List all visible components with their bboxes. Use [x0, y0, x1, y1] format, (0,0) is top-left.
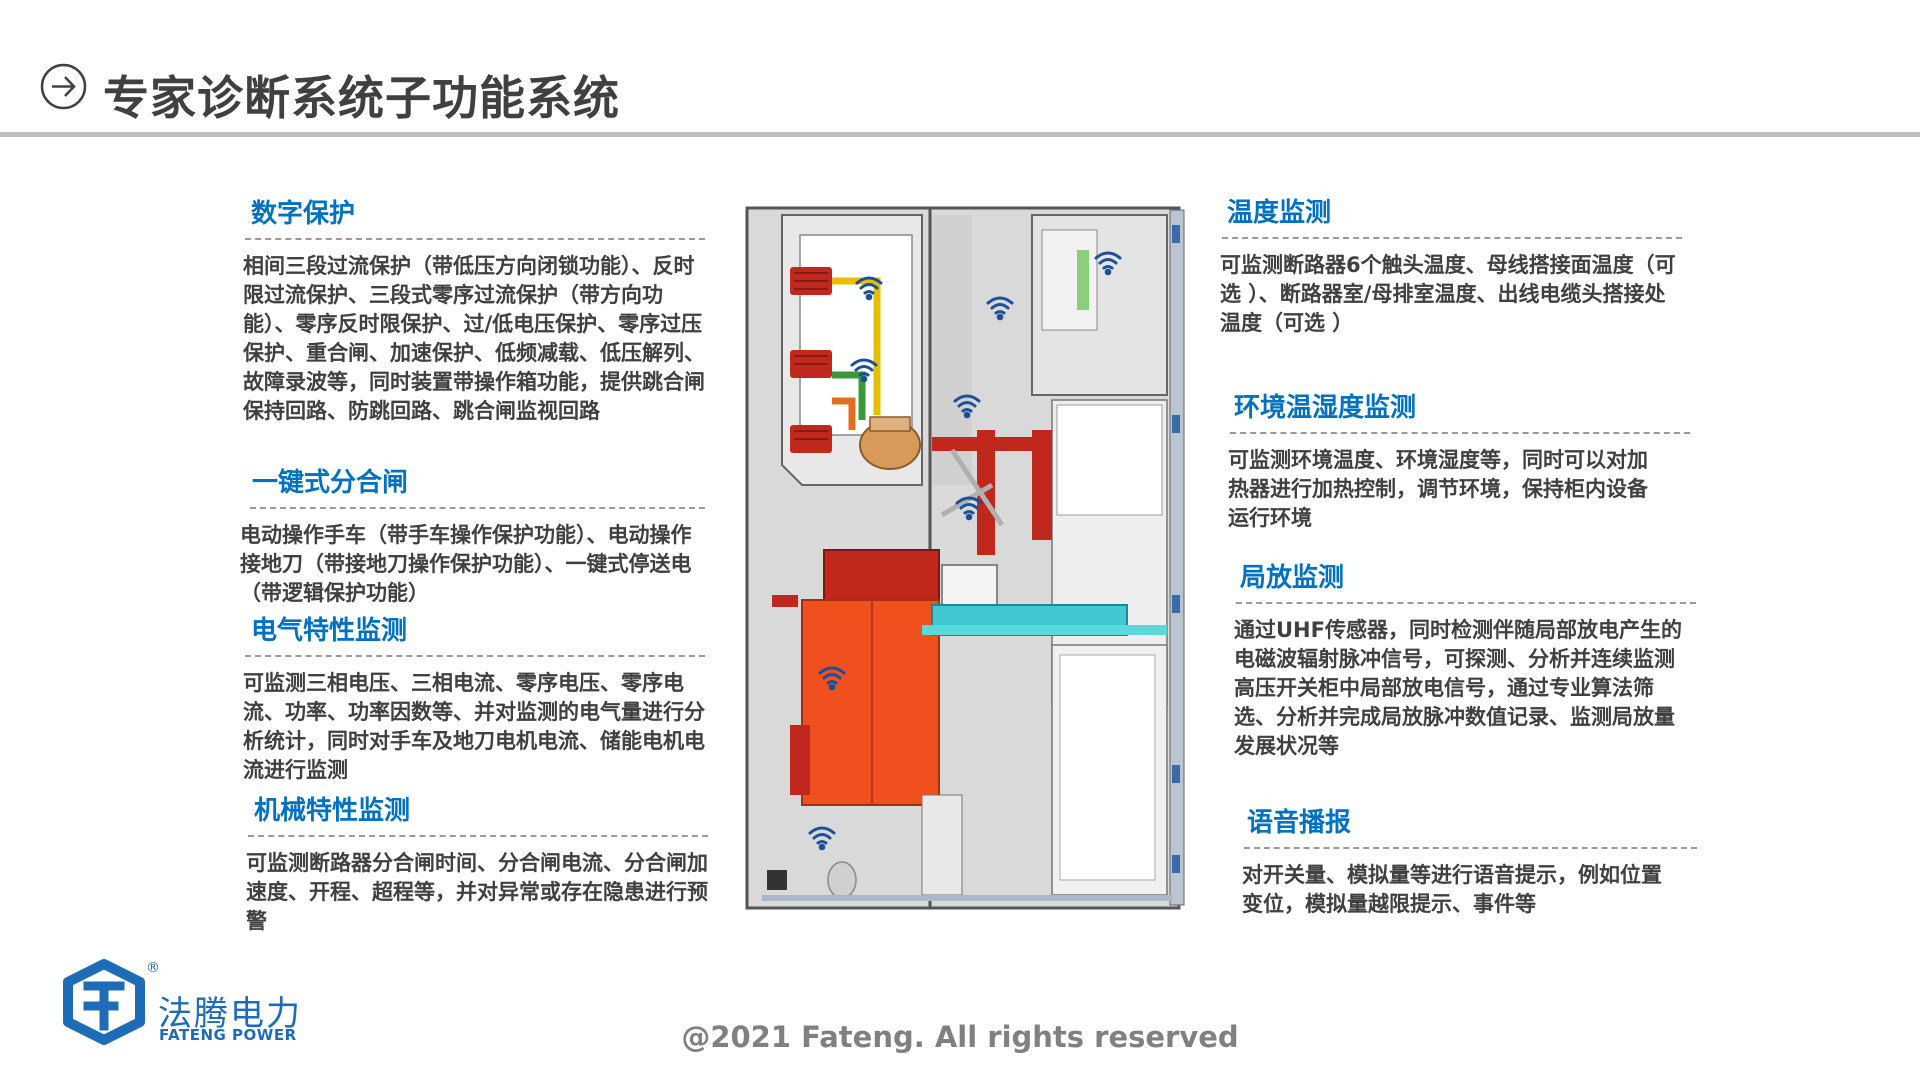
section-title: 温度监测 [1227, 198, 1332, 228]
section-one-key-switching: 一键式分合闸 电动操作手车（带手车操作保护功能）、电动操作接地刀（带接地刀操作保… [240, 462, 705, 608]
switchgear-cabinet-illustration [745, 206, 1185, 910]
section-divider [1244, 847, 1697, 849]
section-title: 电气特性监测 [251, 616, 408, 646]
arrow-circle-right-icon [40, 63, 87, 110]
section-body: 相间三段过流保护（带低压方向闭锁功能）、反时限过流保护、三段式零序过流保护（带方… [243, 254, 705, 423]
page-title: 专家诊断系统子功能系统 [103, 71, 620, 125]
copyright-footer: @2021 Fateng. All rights reserved [0, 1020, 1920, 1054]
section-title: 语音播报 [1247, 808, 1352, 838]
fateng-logo-icon [63, 959, 145, 1045]
section-title: 环境温湿度监测 [1234, 393, 1417, 423]
section-title: 数字保护 [251, 199, 356, 229]
section-divider [245, 238, 705, 240]
section-body: 可监测断路器分合闸时间、分合闸电流、分合闸加速度、开程、超程等，并对异常或存在隐… [246, 851, 708, 933]
section-title: 局放监测 [1240, 563, 1345, 593]
section-body: 通过UHF传感器，同时检测伴随局部放电产生的电磁波辐射脉冲信号，可探测、分析并连… [1234, 618, 1682, 758]
section-electrical-monitoring: 电气特性监测 可监测三相电压、三相电流、零序电压、零序电流、功率、功率因数等、并… [243, 610, 705, 785]
section-divider [248, 835, 708, 837]
section-body: 可监测三相电压、三相电流、零序电压、零序电流、功率、功率因数等、并对监测的电气量… [243, 671, 705, 782]
section-title: 一键式分合闸 [252, 468, 409, 498]
brand-name-en: FATENG POWER [159, 1026, 297, 1044]
section-title: 机械特性监测 [254, 796, 411, 826]
wifi-sensor-icon [808, 251, 1122, 851]
section-temperature-monitoring: 温度监测 可监测断路器6个触头温度、母线搭接面温度（可选 ）、断路器室/母排室温… [1220, 192, 1682, 338]
section-divider [1230, 432, 1690, 434]
section-partial-discharge-monitoring: 局放监测 通过UHF传感器，同时检测伴随局部放电产生的电磁波辐射脉冲信号，可探测… [1234, 557, 1696, 761]
section-env-humidity-monitoring: 环境温湿度监测 可监测环境温度、环境湿度等，同时可以对加热器进行加热控制，调节环… [1228, 387, 1690, 533]
registered-mark: ® [146, 960, 160, 976]
header-divider [0, 132, 1920, 137]
section-body: 电动操作手车（带手车操作保护功能）、电动操作接地刀（带接地刀操作保护功能）、一键… [240, 523, 692, 605]
section-digital-protection: 数字保护 相间三段过流保护（带低压方向闭锁功能）、反时限过流保护、三段式零序过流… [243, 193, 705, 426]
section-divider [250, 507, 705, 509]
section-divider [1222, 237, 1682, 239]
section-voice-broadcast: 语音播报 对开关量、模拟量等进行语音提示，例如位置变位，模拟量越限提示、事件等 [1242, 802, 1697, 919]
section-divider [245, 655, 705, 657]
section-body: 可监测断路器6个触头温度、母线搭接面温度（可选 ）、断路器室/母排室温度、出线电… [1220, 253, 1676, 335]
copyright-text: @2021 Fateng. All rights reserved [681, 1020, 1239, 1054]
section-divider [1236, 602, 1696, 604]
brand-name-cn: 法腾电力 [158, 994, 302, 1034]
section-body: 对开关量、模拟量等进行语音提示，例如位置变位，模拟量越限提示、事件等 [1242, 863, 1662, 916]
section-mechanical-monitoring: 机械特性监测 可监测断路器分合闸时间、分合闸电流、分合闸加速度、开程、超程等，并… [246, 790, 708, 936]
slide-header: 专家诊断系统子功能系统 [0, 0, 1920, 138]
section-body: 可监测环境温度、环境湿度等，同时可以对加热器进行加热控制，调节环境，保持柜内设备… [1228, 448, 1648, 530]
